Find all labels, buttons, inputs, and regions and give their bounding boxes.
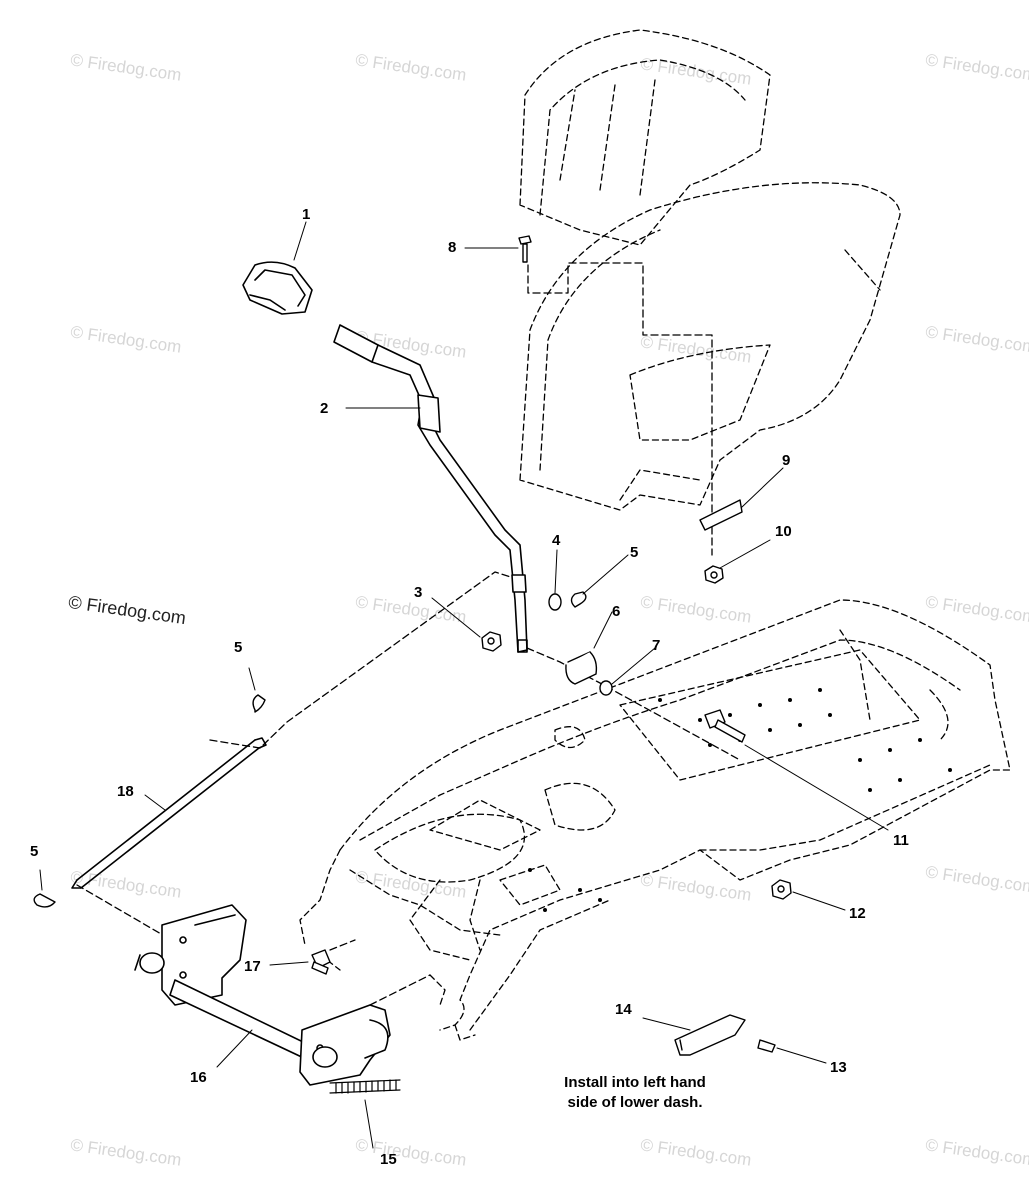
callout-16: 16 [190, 1069, 207, 1086]
callout-17: 17 [244, 958, 261, 975]
pedal-bracket-part [134, 904, 391, 1086]
upper-fender [519, 29, 771, 246]
callout-3: 3 [414, 584, 423, 601]
rod-part [71, 737, 267, 889]
callout-5: 5 [630, 544, 639, 561]
hardware-parts [33, 235, 792, 1056]
callout-14: 14 [615, 1001, 632, 1018]
callout-7: 7 [652, 637, 661, 654]
spring-part [329, 1079, 401, 1094]
callout-4: 4 [552, 532, 561, 549]
callout-9: 9 [782, 452, 791, 469]
callout-leaders [39, 221, 889, 1149]
knob-part [242, 261, 313, 315]
callout-1: 1 [302, 206, 311, 223]
callout-13: 13 [830, 1059, 847, 1076]
callout-12: 12 [849, 905, 866, 922]
rear-fender [519, 182, 901, 511]
callout-15: 15 [380, 1151, 397, 1168]
callout-10: 10 [775, 523, 792, 540]
installation-note: Install into left hand side of lower das… [530, 1073, 740, 1113]
installation-note-line: Install into left hand [564, 1074, 706, 1091]
frame-holes [528, 688, 952, 912]
lever-part [333, 324, 528, 653]
callout-5: 5 [234, 639, 243, 656]
callout-8: 8 [448, 239, 457, 256]
callout-18: 18 [117, 783, 134, 800]
tractor-frame [299, 599, 1011, 1041]
callout-2: 2 [320, 400, 329, 417]
callout-11: 11 [893, 832, 909, 849]
callout-6: 6 [612, 603, 621, 620]
callout-5: 5 [30, 843, 39, 860]
installation-note-line: side of lower dash. [567, 1094, 703, 1111]
